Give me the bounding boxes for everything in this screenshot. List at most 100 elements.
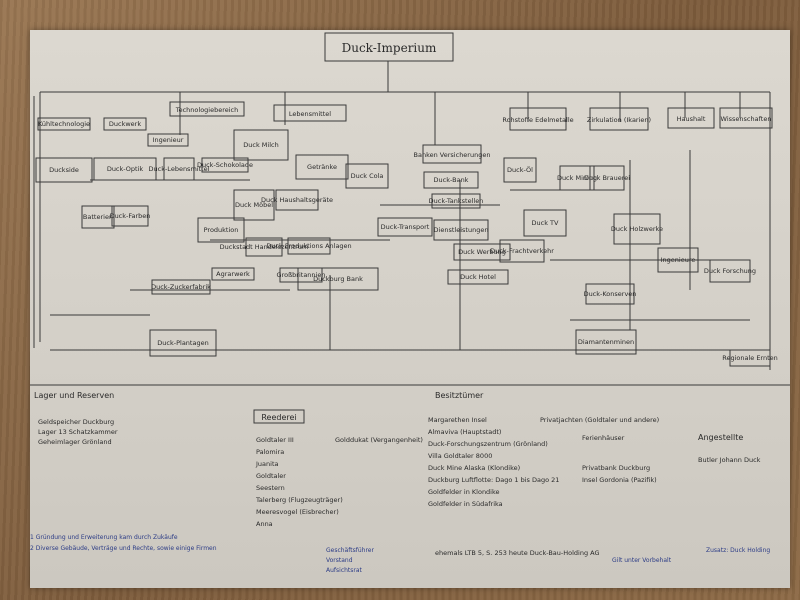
org-node-border xyxy=(245,237,283,257)
org-node-border xyxy=(585,283,635,305)
category-boxes: Technologiebereich Lebensmittel Banken V… xyxy=(169,101,773,164)
angestellte-heading: Angestellte xyxy=(698,433,743,442)
reederei-box xyxy=(253,409,305,424)
lager-item-3: Geheimlager Grönland xyxy=(38,438,112,446)
org-node-label: Duck Haushaltsgeräte xyxy=(261,196,333,204)
footnote-2: 2 Diverse Gebäude, Verträge und Rechte, … xyxy=(30,545,217,552)
lager-item-1: Geldspeicher Duckburg xyxy=(38,418,114,426)
org-node-border xyxy=(453,243,511,261)
org-node-border xyxy=(559,165,595,191)
org-node-label: Duck Cola xyxy=(351,172,384,180)
category-label-2: Lebensmittel xyxy=(289,110,331,118)
org-node-border xyxy=(423,171,479,189)
org-node-3: Ingenieur xyxy=(147,133,189,147)
org-node-17: Duck-Farben xyxy=(110,205,150,227)
org-node-border xyxy=(503,157,537,183)
org-node-33: Duck-Frachtverkehr xyxy=(490,239,554,263)
org-node-border xyxy=(447,269,509,285)
org-node-label: Duck Produktions Anlagen xyxy=(266,242,351,250)
org-node-15: Duck Brauerei xyxy=(584,165,630,191)
category-label-7: Wissenschaften xyxy=(721,115,772,123)
org-node-border xyxy=(149,329,217,357)
lager-item-2: Lager 13 Schatzkammer xyxy=(38,428,118,436)
org-node-border xyxy=(297,267,379,291)
org-node-label: Duck Möbel xyxy=(235,201,273,209)
org-node-label: Duckside xyxy=(49,166,79,174)
besitz-item-1: Margarethen Insel xyxy=(428,416,487,424)
footnote-mid-3: Aufsichtsrat xyxy=(326,567,363,574)
org-node-border xyxy=(575,329,637,355)
org-node-label: Duck Brauerei xyxy=(584,174,630,182)
org-node-border xyxy=(589,165,625,191)
org-node-20: Duck Haushaltsgeräte xyxy=(261,189,333,211)
org-node-9: Getränke xyxy=(295,154,349,180)
category-box-3 xyxy=(422,144,482,164)
org-node-label: Großbritannien xyxy=(277,271,326,279)
org-node-label: Agrarwerk xyxy=(216,270,250,278)
org-node-label: Duck-Lebensmittel xyxy=(149,165,210,173)
category-box-4 xyxy=(509,107,567,131)
org-node-border xyxy=(613,213,661,245)
org-node-35: Duck-Konserven xyxy=(584,283,637,305)
org-node-border xyxy=(151,279,211,295)
org-node-4: Duckside xyxy=(35,157,93,183)
besitz-col2-item-3: Privatbank Duckburg xyxy=(582,464,650,472)
reederei-side-note: Golddukat (Vergangenheit) xyxy=(335,436,423,444)
org-node-border xyxy=(35,157,93,183)
org-node-16: Batterien xyxy=(81,205,115,229)
org-node-border xyxy=(657,247,699,273)
org-node-12: Duck-Öl xyxy=(503,157,537,183)
besitz-item-3: Duck-Forschungszentrum (Grönland) xyxy=(428,440,548,448)
org-node-border xyxy=(523,209,567,237)
org-node-label: Diamantenminen xyxy=(578,338,634,346)
title-border xyxy=(324,32,454,62)
org-node-label: Regionale Ernten xyxy=(722,354,778,362)
org-node-label: Duck-Frachtverkehr xyxy=(490,247,554,255)
besitz-item-4: Villa Goldtaler 8000 xyxy=(428,452,492,460)
org-node-label: Duck-Bank xyxy=(434,176,469,184)
org-node-28: Agrarwerk xyxy=(211,267,255,281)
footnote-1: 1 Gründung und Erweiterung kam durch Zuk… xyxy=(30,534,178,541)
besitz-col2-item-1: Privatjachten (Goldtaler und andere) xyxy=(540,416,659,424)
org-node-label: Duck-Plantagen xyxy=(157,339,208,347)
besitz-col2-item-4: Insel Gordonia (Pazifik) xyxy=(582,476,657,484)
org-node-22: Duck-Tankstellen xyxy=(429,193,484,209)
besitz-item-8: Goldfelder in Südafrika xyxy=(428,500,503,508)
org-node-11: Duck-Bank xyxy=(423,171,479,189)
category-box-7 xyxy=(719,107,773,129)
org-node-label: Duck Werbung xyxy=(458,248,506,256)
org-node-label: Duck-Konserven xyxy=(584,290,637,298)
footnote-far-right: Zusatz: Duck Holding xyxy=(706,547,770,554)
org-node-label: Duck-Tankstellen xyxy=(429,197,484,205)
org-node-label: Duck Mining xyxy=(557,174,597,182)
org-node-label: Duck TV xyxy=(532,219,559,227)
org-node-border xyxy=(233,189,275,221)
reederei-item-3: Juanita xyxy=(255,460,278,468)
org-node-label: Batterien xyxy=(83,213,113,221)
besitz-item-6: Duckburg Luftflotte: Dago 1 bis Dago 21 xyxy=(428,476,559,484)
org-node-border xyxy=(201,157,249,173)
org-node-border xyxy=(345,163,389,189)
footnote-right: Gilt unter Vorbehalt xyxy=(612,557,672,564)
category-label-3: Banken Versicherungen xyxy=(414,151,491,159)
lager-heading: Lager und Reserven xyxy=(34,391,114,400)
besitz-item-5: Duck Mine Alaska (Klondike) xyxy=(428,464,520,472)
paper-sheet: Duck-Imperium xyxy=(30,30,790,588)
org-node-18: Produktion xyxy=(197,217,245,243)
reederei-item-4: Goldtaler xyxy=(256,472,286,480)
besitz-item-2: Almaviva (Hauptstadt) xyxy=(428,428,501,436)
org-node-13: Duck TV xyxy=(523,209,567,237)
org-node-38: Duck Forschung xyxy=(704,259,756,283)
org-node-24: Duck Werbung xyxy=(453,243,511,261)
chart-title: Duck-Imperium xyxy=(342,41,437,55)
besitz-heading: Besitztümer xyxy=(435,391,484,400)
org-node-label: Getränke xyxy=(307,163,337,171)
org-node-border xyxy=(111,205,149,227)
org-node-border xyxy=(93,157,157,181)
org-node-border xyxy=(81,205,115,229)
org-node-border xyxy=(233,129,289,161)
org-node-25: Duckstadt Handelszentrum xyxy=(220,237,308,257)
org-node-30: Duck-Plantagen xyxy=(149,329,217,357)
